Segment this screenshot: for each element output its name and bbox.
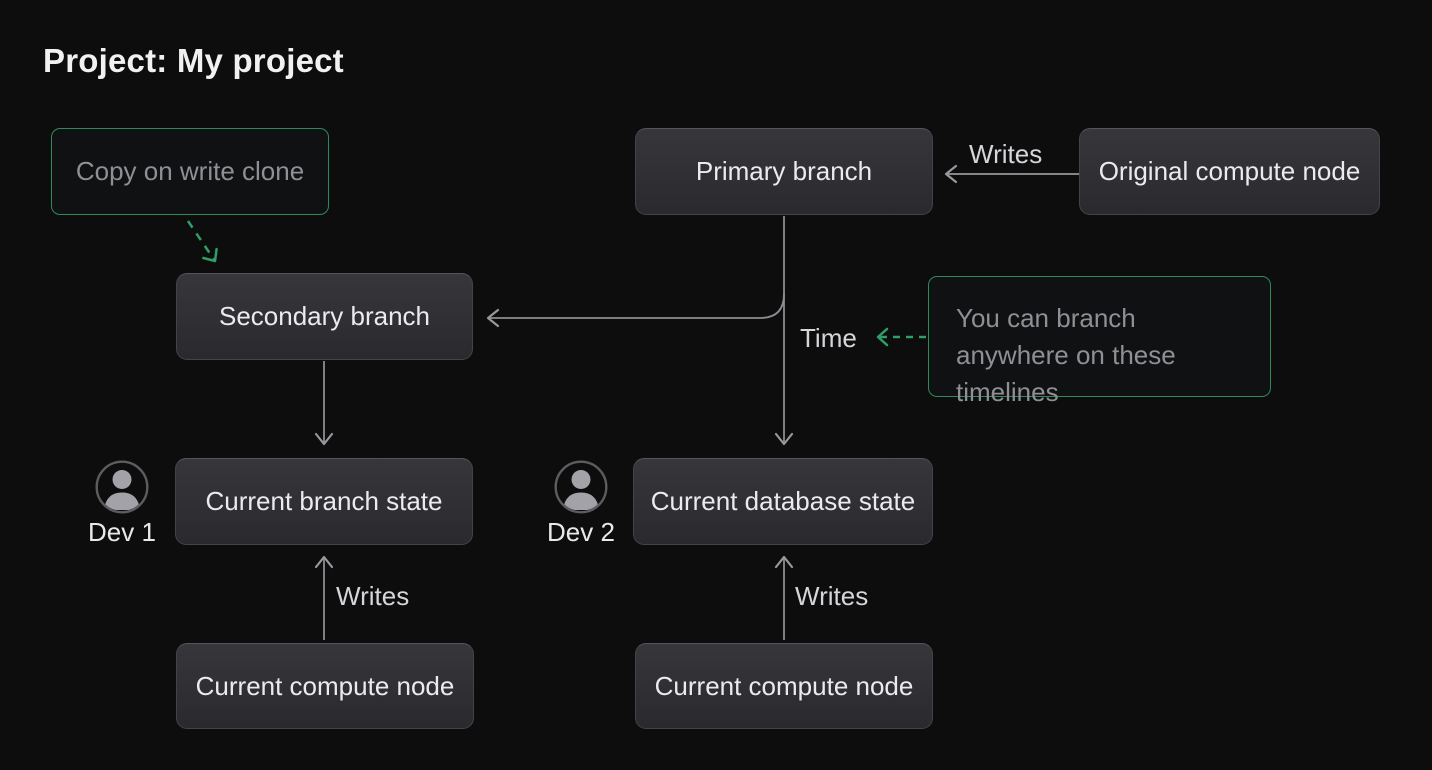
dev1-label: Dev 1 [88,517,156,547]
person-icon [95,460,149,514]
node-label: Current database state [650,486,916,516]
node-label: Current branch state [205,486,443,516]
writes-label-right: Writes [795,581,869,611]
dev1-avatar [95,460,149,514]
node-label: Original compute node [1098,156,1361,186]
node-label: Primary branch [695,156,873,186]
node-current-compute-node-right: Current compute node [635,643,933,729]
node-label: Secondary branch [218,301,431,331]
node-secondary-branch: Secondary branch [176,273,473,360]
dev2-label: Dev 2 [547,517,615,547]
node-current-database-state: Current database state [633,458,933,545]
arrow-clone-annotation [186,220,218,263]
node-label: Current compute node [654,670,914,701]
node-copy-on-write-clone: Copy on write clone [51,128,329,215]
time-label: Time [800,323,857,353]
node-label: Copy on write clone [75,156,305,186]
node-primary-branch: Primary branch [635,128,933,215]
node-current-compute-node-left: Current compute node [176,643,474,729]
node-branch-anywhere-note: You can branch anywhere on these timelin… [928,276,1271,407]
writes-label-left: Writes [336,581,410,611]
node-label: Current compute node [195,670,455,701]
page-title: Project: My project [43,42,344,79]
writes-label-top: Writes [969,139,1043,169]
node-current-branch-state: Current branch state [175,458,473,545]
person-icon [554,460,608,514]
arrow-primary-to-secondary [486,293,785,328]
node-original-compute-node: Original compute node [1079,128,1380,215]
node-label: You can branch anywhere on these timelin… [956,303,1176,407]
dev2-avatar [554,460,608,514]
